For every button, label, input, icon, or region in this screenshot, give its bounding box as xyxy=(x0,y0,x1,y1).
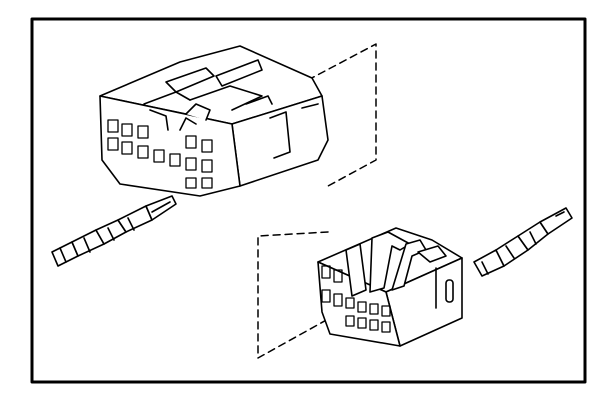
dashed-guide-bottom xyxy=(257,231,331,359)
male-terminal-pin xyxy=(51,195,177,267)
female-terminal xyxy=(473,207,573,277)
dashed-guide-top xyxy=(307,43,377,187)
diagram-frame xyxy=(30,17,587,384)
male-connector-housing xyxy=(99,45,329,197)
female-connector-housing xyxy=(317,227,463,347)
